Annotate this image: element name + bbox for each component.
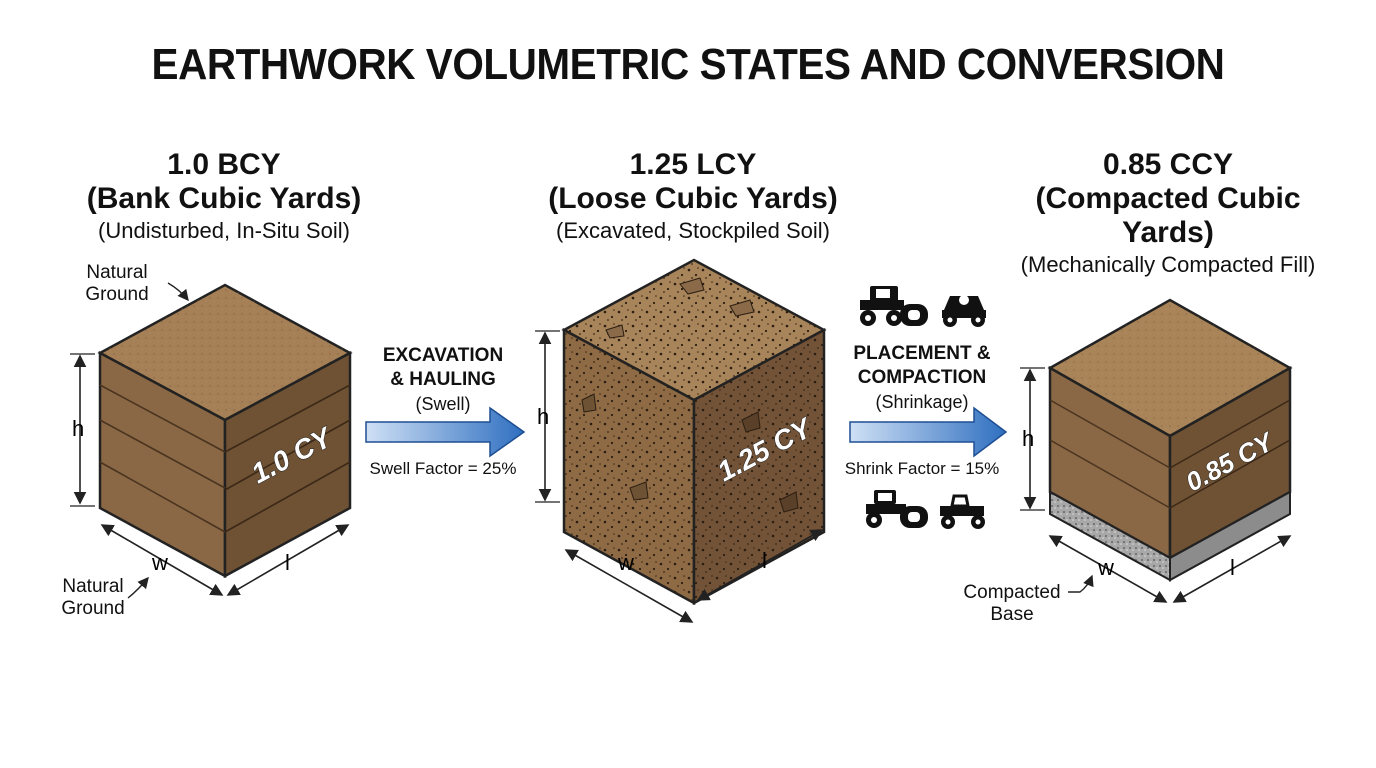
- length-label: l: [762, 548, 767, 573]
- width-label: w: [151, 550, 168, 575]
- state-header-loose: 1.25 LCY (Loose Cubic Yards) (Excavated,…: [513, 148, 873, 246]
- state-desc: (Mechanically Compacted Fill): [1020, 252, 1316, 277]
- process-compaction: PLACEMENT & COMPACTION (Shrinkage): [853, 343, 991, 412]
- height-label: h: [1022, 426, 1034, 451]
- state-header-compacted: 0.85 CCY (Compacted Cubic Yards) (Mechan…: [988, 148, 1348, 280]
- state-header-bank: 1.0 BCY (Bank Cubic Yards) (Undisturbed,…: [44, 148, 404, 246]
- compactor-icon: [942, 295, 986, 327]
- tractor-icon: [940, 494, 985, 529]
- state-name: (Loose Cubic Yards): [548, 182, 838, 215]
- height-label: h: [72, 416, 84, 441]
- state-value: 1.0 BCY: [167, 148, 281, 181]
- state-name: (Compacted Cubic Yards): [1035, 182, 1301, 249]
- length-label: l: [1230, 555, 1235, 580]
- compacted-base-label: Compacted Base: [963, 582, 1061, 625]
- state-desc: (Excavated, Stockpiled Soil): [556, 218, 830, 243]
- length-label: l: [285, 550, 290, 575]
- page-title: EARTHWORK VOLUMETRIC STATES AND CONVERSI…: [151, 40, 1225, 89]
- height-label: h: [537, 404, 549, 429]
- swell-factor: Swell Factor = 25%: [369, 459, 517, 478]
- width-label: w: [617, 550, 634, 575]
- shrink-factor: Shrink Factor = 15%: [844, 459, 1000, 478]
- bulldozer-icon: [860, 286, 928, 326]
- compaction-arrow-icon: [849, 406, 1008, 458]
- roller-icon: [866, 490, 928, 528]
- natural-ground-top-label: Natural Ground: [85, 262, 149, 305]
- compacted-cube: 0.85 CY: [1047, 298, 1293, 582]
- state-value: 0.85 CCY: [1102, 148, 1234, 181]
- bank-cube: 1.0 CY: [97, 283, 353, 579]
- state-value: 1.25 LCY: [629, 148, 757, 181]
- swell-arrow-icon: [365, 406, 526, 458]
- state-desc: (Undisturbed, In-Situ Soil): [98, 218, 350, 243]
- process-excavation: EXCAVATION & HAULING (Swell): [382, 345, 504, 414]
- width-label: w: [1097, 555, 1114, 580]
- state-name: (Bank Cubic Yards): [86, 182, 362, 215]
